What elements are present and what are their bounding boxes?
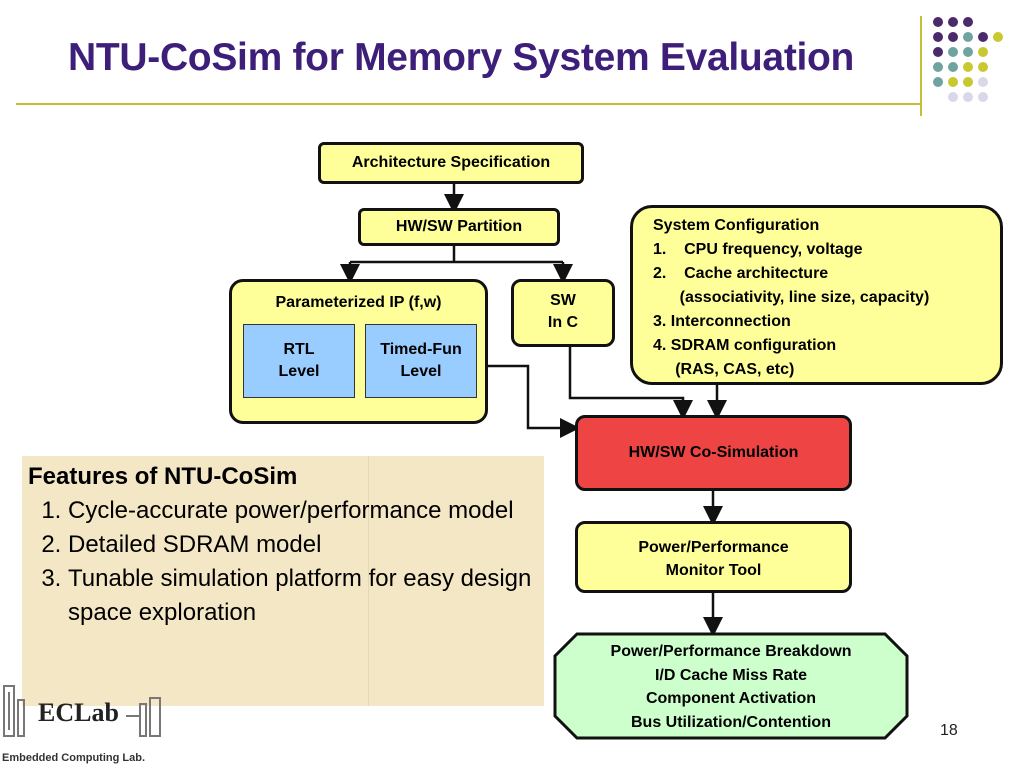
breakdown-text: Power/Performance Breakdown I/D Cache Mi… [553, 640, 909, 734]
features-heading: Features of NTU-CoSim [28, 463, 298, 490]
architecture-specification-box: Architecture Specification [318, 142, 584, 184]
hw-sw-partition-box: HW/SW Partition [358, 208, 560, 246]
features-item: Tunable simulation platform for easy des… [68, 562, 548, 630]
sw-in-c-box: SW In C [511, 279, 615, 347]
timed-fun-level-box: Timed-Fun Level [365, 324, 477, 398]
breakdown-line: Bus Utilization/Contention [631, 713, 831, 731]
sw-in-c-line2: In C [547, 314, 579, 331]
breakdown-line: Power/Performance Breakdown [610, 643, 852, 660]
system-configuration-line: 2. Cache architecture [653, 265, 829, 282]
features-text: Features of NTU-CoSim Cycle-accurate pow… [28, 460, 548, 630]
hw-sw-co-simulation-label: HW/SW Co-Simulation [628, 444, 799, 461]
hw-sw-partition-label: HW/SW Partition [395, 218, 523, 235]
breakdown-line: I/D Cache Miss Rate [654, 666, 808, 684]
system-configuration-line: (RAS, CAS, etc) [653, 361, 795, 378]
features-item: Cycle-accurate power/performance model [68, 494, 548, 528]
system-configuration-line: 3. Interconnection [653, 313, 791, 330]
timed-fun-level-line2: Level [400, 363, 442, 380]
eclab-logo-subtitle: Embedded Computing Lab. [2, 752, 145, 764]
accent-horizontal-line [16, 103, 920, 105]
monitor-tool-line1: Power/Performance [638, 539, 789, 556]
hw-sw-co-simulation-box: HW/SW Co-Simulation [575, 415, 852, 491]
sw-in-c-line1: SW [550, 292, 576, 309]
breakdown-octagon [553, 632, 909, 740]
system-configuration-line: 1. CPU frequency, voltage [653, 241, 863, 258]
rtl-level-box: RTL Level [243, 324, 355, 398]
system-configuration-heading: System Configuration [653, 217, 820, 234]
parameterized-ip-box: Parameterized IP (f,w) RTL Level Timed-F… [229, 279, 488, 424]
architecture-specification-label: Architecture Specification [351, 154, 551, 171]
features-item: Detailed SDRAM model [68, 528, 548, 562]
features-panel [22, 456, 544, 706]
parameterized-ip-label: Parameterized IP (f,w) [275, 294, 442, 311]
system-configuration-line: (associativity, line size, capacity) [653, 289, 930, 306]
slide-title: NTU-CoSim for Memory System Evaluation [68, 36, 855, 79]
features-panel-divider [368, 456, 369, 706]
system-configuration-box: System Configuration 1. CPU frequency, v… [630, 205, 1003, 385]
rtl-level-line2: Level [278, 363, 320, 380]
features-list: Cycle-accurate power/performance model D… [28, 494, 548, 630]
monitor-tool-line2: Monitor Tool [665, 562, 762, 579]
eclab-logo-text: ECLab [38, 698, 119, 727]
system-configuration-line: 4. SDRAM configuration [653, 337, 837, 354]
decorative-dot-grid [933, 17, 1003, 102]
eclab-logo-graphic [3, 685, 161, 737]
timed-fun-level-line1: Timed-Fun [380, 341, 462, 358]
page-number: 18 [940, 722, 958, 739]
accent-vertical-line [920, 16, 922, 116]
monitor-tool-box: Power/Performance Monitor Tool [575, 521, 852, 593]
rtl-level-line1: RTL [283, 341, 315, 358]
breakdown-line: Component Activation [645, 690, 817, 707]
